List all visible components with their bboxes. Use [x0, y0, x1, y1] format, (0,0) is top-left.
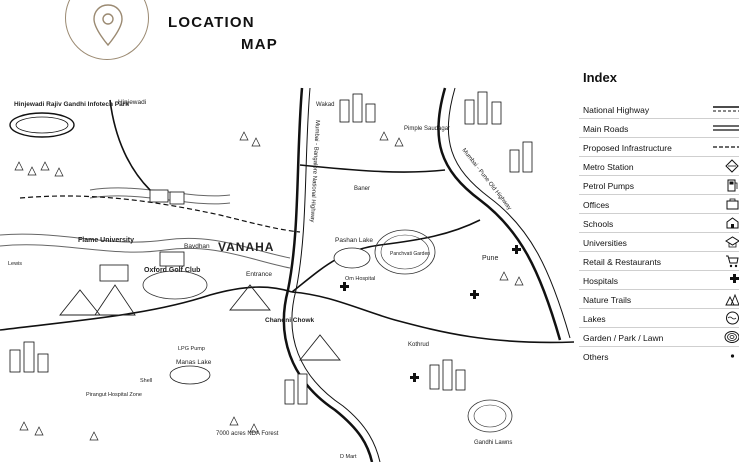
legend-row-offices: Offices [579, 195, 739, 214]
map-label-pune: Pune [482, 255, 498, 262]
legend-label: Main Roads [583, 124, 629, 134]
mumbai-pune-old-highway [437, 87, 562, 341]
hospital-cross-icon [730, 274, 739, 283]
map-label-hinjewadi-park: Hinjewadi Rajiv Gandhi Infotech Park [14, 101, 129, 108]
map-label-shell: Shell [140, 378, 152, 384]
main-road [299, 164, 446, 173]
legend-row-universities: Universities [579, 233, 739, 252]
river [0, 244, 291, 269]
petrol-pump-icon [727, 179, 738, 192]
legend-row-others: Others [579, 347, 739, 365]
office-icon [726, 198, 739, 210]
national-highway-line-icon [713, 106, 739, 112]
location-map[interactable]: Hinjewadi Rajiv Gandhi Infotech Park Hin… [0, 80, 575, 463]
nature-trail-icon [725, 293, 739, 306]
map-label-entrance: Entrance [246, 271, 272, 278]
manas-lake [169, 365, 211, 385]
map-label-dmart: D Mart [340, 454, 357, 460]
index-title: Index [583, 70, 617, 85]
map-label-panchvati-garden: Panchvati Garden [390, 251, 430, 257]
legend-label: Metro Station [583, 162, 634, 172]
map-label-kothrud: Kothrud [408, 342, 429, 348]
legend-row-retail-restaurants: Retail & Restaurants [579, 252, 739, 271]
mountains [59, 284, 341, 361]
legend-label: Proposed Infrastructure [583, 143, 672, 153]
map-canvas: Hinjewadi Rajiv Gandhi Infotech Park Hin… [0, 87, 575, 463]
location-pin-icon [93, 4, 123, 47]
map-label-mumbai-bangalore-highway: Mumbai - Bangalore National Highway [309, 120, 320, 223]
dot-icon [730, 354, 735, 358]
legend-label: Nature Trails [583, 295, 632, 305]
map-label-bavdhan: Bavdhan [184, 243, 210, 250]
map-brand-vanaha: VANAHA [218, 240, 274, 254]
map-label-gandhi-lawns: Gandhi Lawns [474, 440, 512, 446]
golf-course [142, 270, 208, 300]
map-label-lpg-pump: LPG Pump [178, 346, 205, 352]
lake-icon [726, 311, 739, 325]
national-highway-mumbai-bangalore [282, 87, 374, 463]
legend-label: Petrol Pumps [583, 181, 635, 191]
header: LOCATION MAP [0, 0, 745, 70]
legend-row-petrol-pumps: Petrol Pumps [579, 176, 739, 195]
legend-row-schools: Schools [579, 214, 739, 233]
main-road-line-icon [713, 125, 739, 131]
garden-icon [724, 331, 739, 343]
main-road [109, 99, 151, 191]
trees [14, 131, 524, 441]
legend-label: Others [583, 352, 609, 362]
buildings [9, 91, 533, 405]
proposed-infrastructure-line-icon [713, 146, 739, 148]
pashan-lake [333, 247, 371, 269]
main-road [291, 291, 575, 344]
legend-label: Garden / Park / Lawn [583, 333, 664, 343]
gandhi-lawns [467, 399, 513, 433]
mumbai-pune-old-highway-edge [448, 87, 571, 339]
legend-label: Universities [583, 238, 627, 248]
map-label-mumbai-pune-highway: Mumbai - Pune Old Highway [460, 148, 512, 212]
map-label-manas-lake: Manas Lake [176, 359, 212, 366]
panchvati-garden [374, 229, 436, 275]
legend-label: National Highway [583, 105, 650, 115]
legend-row-hospitals: Hospitals [579, 271, 739, 290]
map-label-nda-forest: 7000 acres NDA Forest [216, 431, 279, 437]
main-road [0, 286, 293, 331]
map-label-om-hospital: Om Hospital [345, 276, 375, 282]
location-pin-badge [65, 0, 149, 60]
university-icon [725, 236, 739, 248]
map-label-chandni-chowk: Chandni Chowk [265, 317, 314, 324]
map-label-pirangut: Pirangut Hospital Zone [86, 392, 142, 398]
legend-row-proposed-infrastructure: Proposed Infrastructure [579, 138, 739, 157]
main-road [291, 219, 481, 293]
hospital-markers [340, 245, 521, 382]
river [0, 233, 291, 259]
legend-row-garden: Garden / Park / Lawn [579, 328, 739, 347]
map-label-baner: Baner [354, 186, 370, 192]
map-label-flame-university: Flame University [78, 237, 134, 244]
page-title-line2: MAP [241, 36, 278, 53]
legend-label: Lakes [583, 314, 606, 324]
legend-label: Retail & Restaurants [583, 257, 661, 267]
legend-label: Hospitals [583, 276, 618, 286]
school-icon [726, 217, 739, 229]
map-label-pashan-lake: Pashan Lake [335, 237, 373, 244]
map-label-pimple-saudagar: Pimple Saudagar [404, 126, 450, 132]
retail-cart-icon [726, 255, 739, 268]
legend-label: Offices [583, 200, 610, 210]
proposed-infrastructure [19, 195, 301, 233]
legend-label: Schools [583, 219, 614, 229]
page-title-line1: LOCATION [168, 14, 255, 31]
map-label-wakad: Wakad [316, 102, 334, 108]
national-highway-mumbai-bangalore-edge [291, 87, 381, 463]
map-label-lewis: Lewis [8, 261, 22, 267]
legend-row-metro-station: Metro Station [579, 157, 739, 176]
map-label-hinjewadi: Hinjewadi [118, 99, 146, 106]
legend-row-lakes: Lakes [579, 309, 739, 328]
map-labels: Hinjewadi Rajiv Gandhi Infotech Park Hin… [8, 99, 512, 460]
map-label-oxford-golf-club: Oxford Golf Club [144, 267, 200, 274]
legend-row-nature-trails: Nature Trails [579, 290, 739, 309]
legend-row-national-highway: National Highway [579, 100, 739, 119]
legend-row-main-roads: Main Roads [579, 119, 739, 138]
metro-station-icon [725, 159, 739, 173]
